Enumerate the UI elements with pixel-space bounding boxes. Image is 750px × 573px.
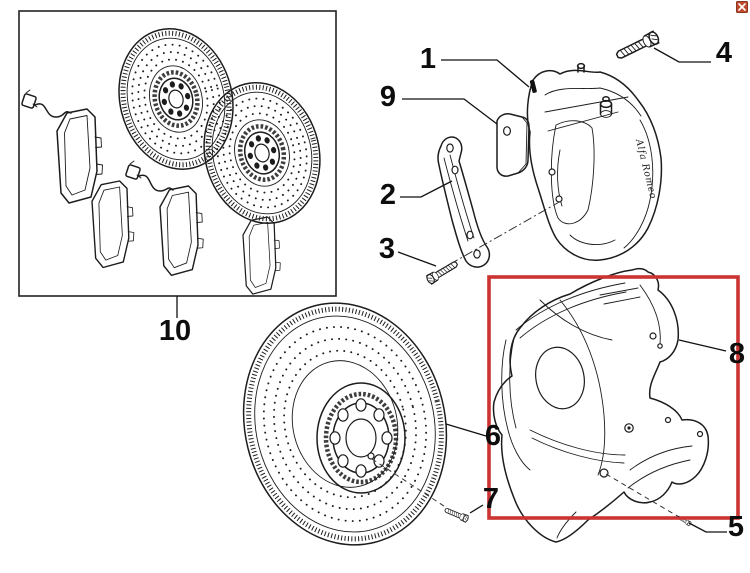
caliper-brand-script: Alfa Romeo — [633, 137, 659, 200]
bracket-bolt-3 — [424, 258, 460, 286]
brake-pad-1 — [56, 108, 104, 204]
part-label-6[interactable]: 6 — [485, 420, 501, 452]
brake-disc-kit-left — [118, 28, 234, 170]
leader-lines — [176, 47, 727, 533]
part-label-9[interactable]: 9 — [380, 81, 396, 113]
kit-box-group — [18, 10, 337, 297]
anti-rattle-shim — [496, 113, 530, 177]
splash-shield — [492, 267, 710, 543]
kit-box-frame — [18, 10, 337, 297]
brake-disc-front — [242, 302, 448, 546]
brake-pad-4 — [242, 216, 281, 295]
part-label-4[interactable]: 4 — [716, 37, 732, 69]
disc-hub — [316, 382, 406, 494]
brake-pad-3 — [159, 185, 204, 277]
pad-wear-sensor-2 — [125, 160, 174, 192]
brake-pad-2 — [91, 180, 135, 269]
x-glyph — [738, 3, 746, 11]
disc-screw-7 — [443, 506, 470, 524]
brake-caliper: Alfa Romeo — [526, 62, 663, 261]
part-label-10[interactable]: 10 — [159, 315, 191, 347]
part-label-1[interactable]: 1 — [420, 43, 436, 75]
part-label-5[interactable]: 5 — [728, 511, 744, 543]
part-label-2[interactable]: 2 — [380, 179, 396, 211]
brake-disc-kit-right — [203, 81, 321, 225]
caliper-marker — [529, 79, 537, 93]
part-label-8[interactable]: 8 — [729, 338, 745, 370]
part-label-7[interactable]: 7 — [483, 483, 499, 515]
bleed-screw — [576, 62, 613, 118]
pad-wear-sensor-1 — [21, 89, 72, 118]
highlight-box — [487, 275, 740, 520]
broken-image-icon — [736, 1, 748, 13]
part-label-3[interactable]: 3 — [379, 233, 395, 265]
caliper-bolt-4 — [613, 29, 662, 63]
callout-labels: 1 2 3 4 5 6 7 8 9 10 — [159, 37, 745, 543]
caliper-bracket — [437, 136, 491, 268]
